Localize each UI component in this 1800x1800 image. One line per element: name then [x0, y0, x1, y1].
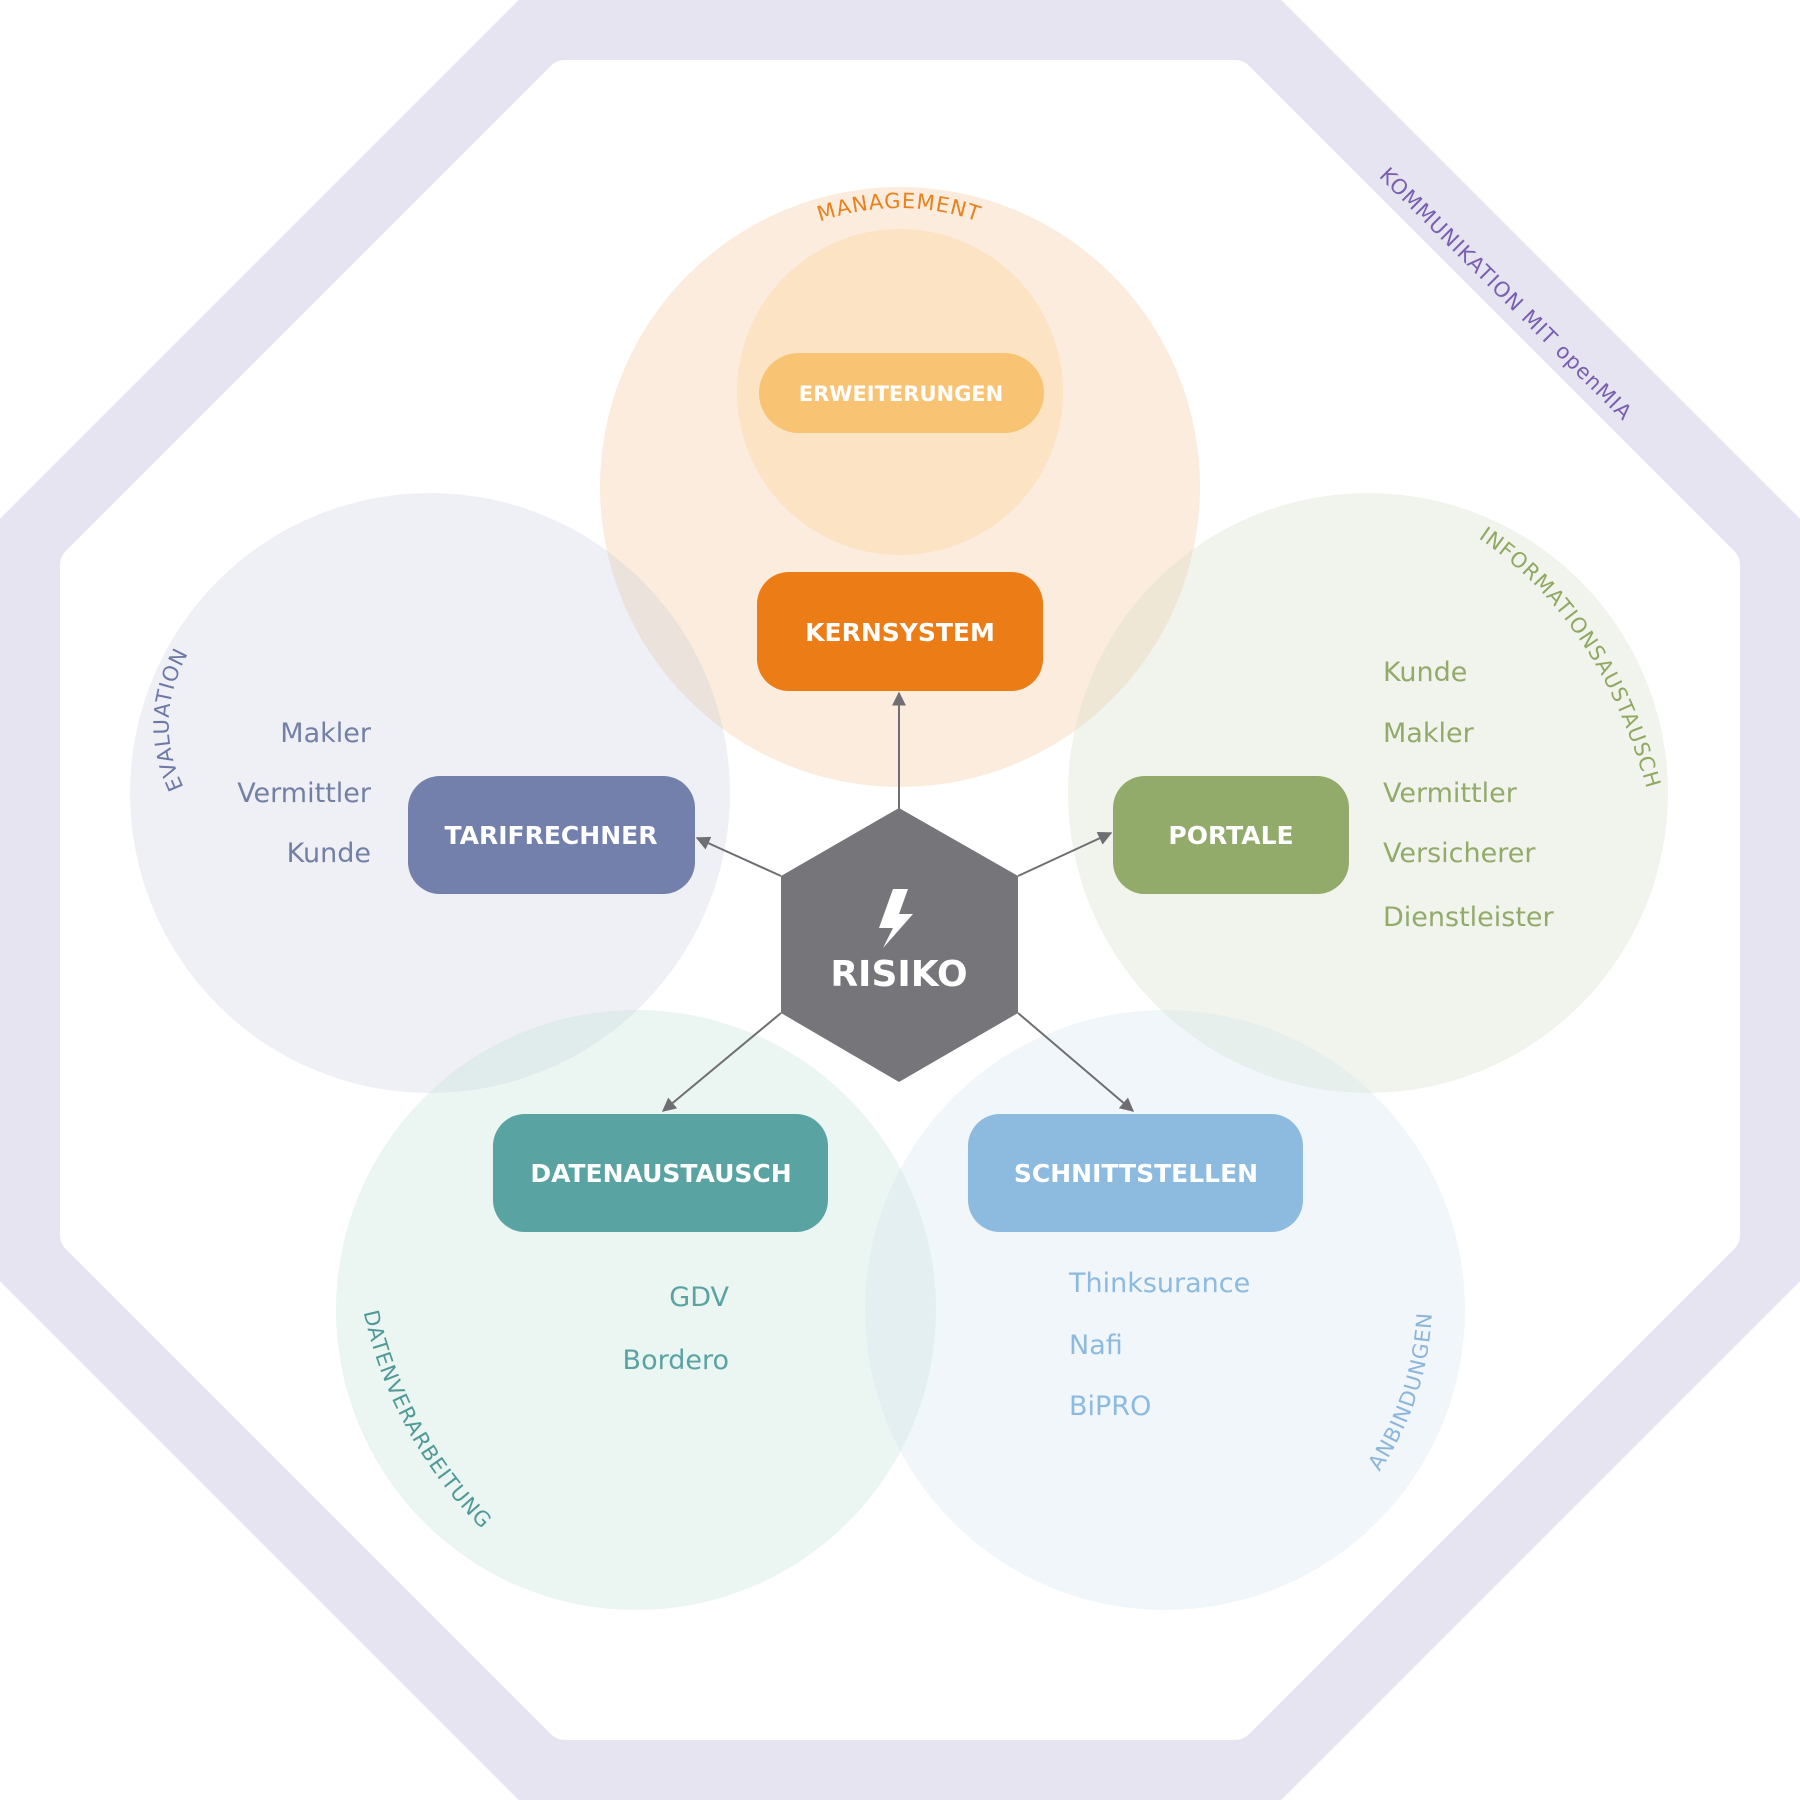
center-hexagon	[781, 808, 1018, 1082]
arrow-to-datenaustausch	[661, 1012, 782, 1112]
portale-item: Makler	[1383, 718, 1475, 749]
arrow-to-portale	[1017, 831, 1113, 877]
tarifrechner-item: Vermittler	[237, 778, 372, 809]
extensions-pill[interactable]	[759, 353, 1044, 433]
schnittstellen-pill[interactable]	[968, 1114, 1303, 1232]
center-label: RISIKO	[830, 954, 967, 995]
information-circle	[1068, 493, 1668, 1093]
data-processing-circle	[336, 1010, 936, 1610]
portale-item: Kunde	[1383, 657, 1467, 688]
datenaustausch-pill-label: DATENAUSTAUSCH	[530, 1159, 791, 1188]
kernsystem-pill[interactable]	[757, 572, 1043, 691]
portale-item: Vermittler	[1383, 778, 1518, 809]
portale-item: Versicherer	[1383, 838, 1536, 869]
datenaustausch-pill[interactable]	[493, 1114, 828, 1232]
arrow-to-schnittstellen	[1017, 1012, 1135, 1112]
connections-circle	[865, 1010, 1465, 1610]
schnittstellen-item: Nafi	[1069, 1330, 1123, 1361]
portale-pill-label: PORTALE	[1168, 821, 1293, 850]
tarifrechner-pill[interactable]	[408, 776, 695, 894]
portale-pill[interactable]	[1113, 776, 1349, 894]
datenaustausch-item: Bordero	[623, 1345, 729, 1376]
schnittstellen-pill-label: SCHNITTSTELLEN	[1014, 1159, 1258, 1188]
schnittstellen-item: BiPRO	[1069, 1391, 1151, 1422]
tarifrechner-item: Kunde	[287, 838, 371, 869]
kernsystem-pill-label: KERNSYSTEM	[805, 618, 995, 647]
extensions-pill-label: ERWEITERUNGEN	[799, 382, 1003, 406]
tarifrechner-pill-label: TARIFRECHNER	[445, 821, 658, 850]
datenaustausch-item: GDV	[669, 1282, 729, 1313]
arrow-to-tarifrechner	[695, 836, 782, 877]
lightning-bolt-icon	[879, 889, 913, 948]
schnittstellen-item: Thinksurance	[1068, 1268, 1250, 1299]
tarifrechner-item: Makler	[280, 718, 372, 749]
portale-item: Dienstleister	[1383, 902, 1555, 933]
